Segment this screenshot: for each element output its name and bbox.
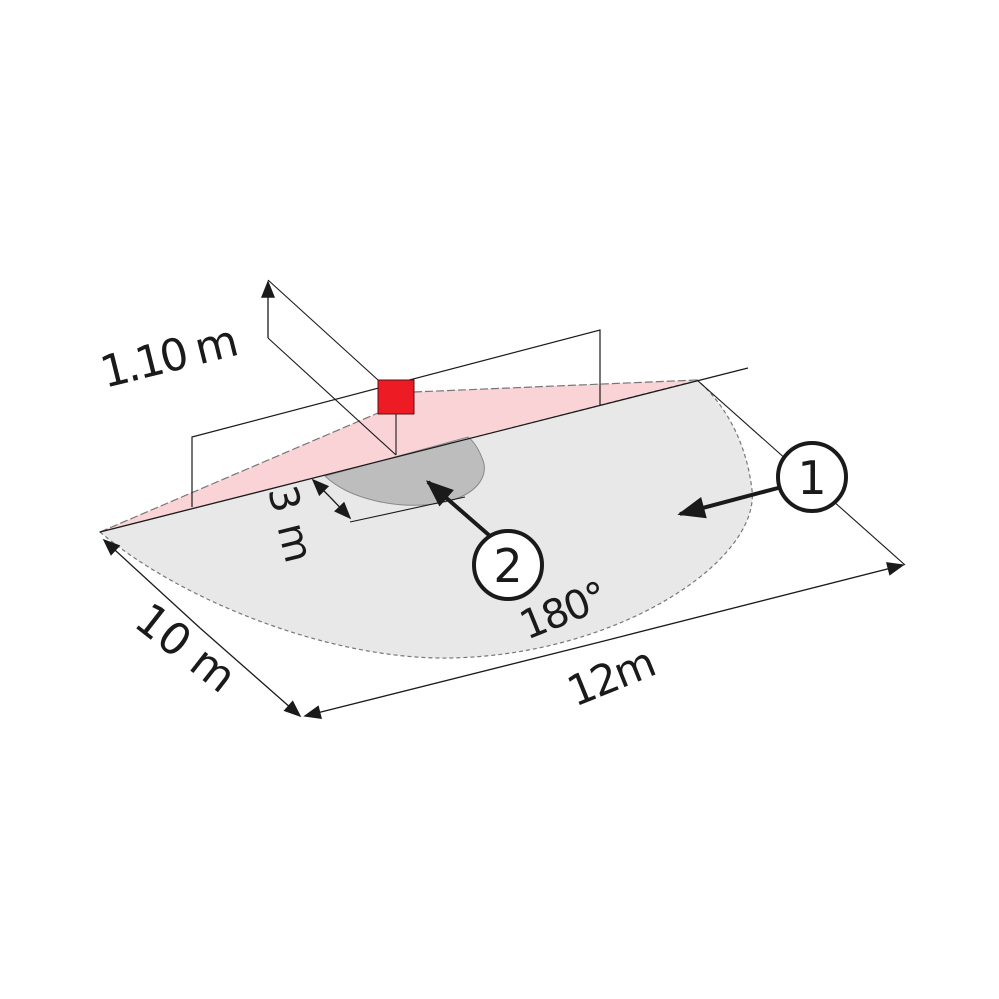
sensor [377, 379, 415, 415]
depth-label: 10 m [125, 593, 245, 703]
callout-1-number: 1 [797, 451, 826, 505]
near-zone-dimension-lower [329, 496, 352, 520]
vertical-zone-edge [99, 379, 698, 533]
height-label: 1.10 m [95, 316, 240, 399]
wall-line [99, 367, 749, 533]
callout-2: 2 [472, 529, 544, 601]
width-dimension [303, 641, 601, 719]
width-label: 12m [560, 638, 660, 717]
callout-1-arrow [677, 486, 779, 519]
height-guides [267, 279, 397, 456]
depth-dimension-lower [199, 627, 302, 718]
near-zone-dimension [311, 478, 331, 498]
depth-dimension [102, 538, 201, 629]
callout-2-arrow [425, 480, 492, 538]
callout-1: 1 [776, 441, 848, 513]
width-dimension-right [599, 562, 905, 643]
callout-2-number: 2 [493, 539, 522, 593]
detection-area [98, 379, 753, 659]
